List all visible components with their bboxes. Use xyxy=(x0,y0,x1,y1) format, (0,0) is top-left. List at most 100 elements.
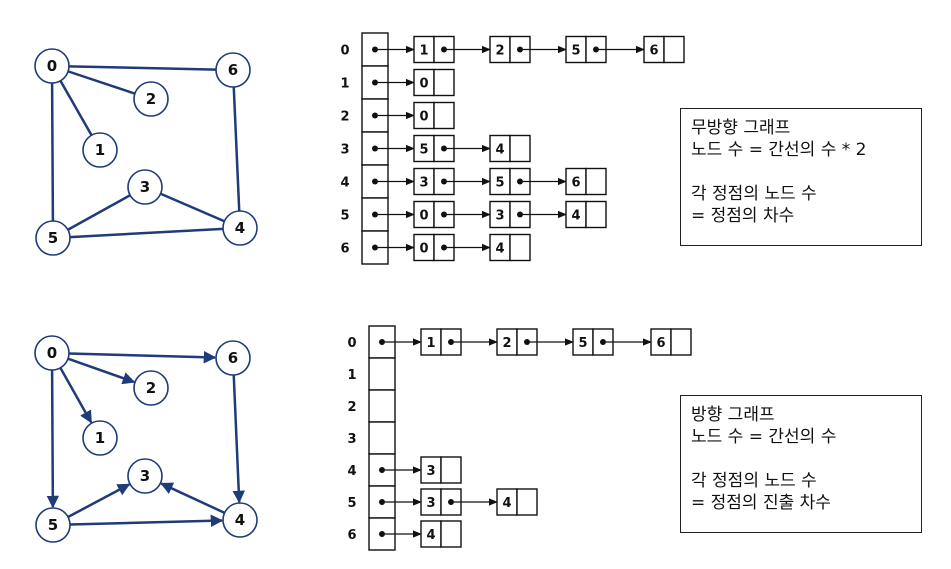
pointer-dot xyxy=(379,467,385,473)
list-node-pointer-box xyxy=(440,456,462,484)
list-node-pointer-box xyxy=(433,101,455,130)
list-node-pointer-box xyxy=(516,488,538,516)
pointer-dot xyxy=(372,244,378,251)
edge-4-3 xyxy=(160,482,226,514)
list-node-value: 2 xyxy=(495,44,504,59)
edge-5-3 xyxy=(67,194,131,231)
list-node-value: 1 xyxy=(419,44,428,59)
list-node-value: 5 xyxy=(495,176,504,191)
node-label-4: 4 xyxy=(235,219,245,237)
edge-0-1 xyxy=(59,80,93,136)
pointer-dot xyxy=(379,339,385,345)
edge-6-4 xyxy=(232,86,241,212)
head-cell xyxy=(368,357,396,391)
pointer-dot xyxy=(524,339,530,345)
list-node-value: 5 xyxy=(419,143,428,158)
node-6 xyxy=(215,52,251,88)
edge-5-3 xyxy=(67,483,131,519)
note-line: 무방향 그래프 xyxy=(691,118,791,138)
list-node-pointer-box xyxy=(509,233,531,262)
edge-0-2 xyxy=(67,357,136,385)
list-node-value: 5 xyxy=(578,336,587,351)
node-label-3: 3 xyxy=(140,467,150,485)
list-node-value: 3 xyxy=(426,464,435,479)
node-3 xyxy=(127,169,163,205)
list-node-value: 1 xyxy=(426,336,435,351)
row-index: 1 xyxy=(347,368,356,383)
node-label-0: 0 xyxy=(47,57,57,75)
edge-0-5 xyxy=(46,369,60,509)
node-2 xyxy=(133,370,169,406)
pointer-dot xyxy=(372,178,378,185)
edge-0-1 xyxy=(59,367,93,424)
list-node-value: 4 xyxy=(426,528,435,543)
list-node-pointer-box xyxy=(670,328,692,356)
row-index: 5 xyxy=(347,496,356,511)
node-2 xyxy=(133,81,169,117)
node-5 xyxy=(35,507,71,543)
pointer-dot xyxy=(372,112,378,119)
node-label-0: 0 xyxy=(47,344,57,362)
pointer-dot xyxy=(441,178,447,185)
node-label-5: 5 xyxy=(48,516,58,534)
edge-5-4 xyxy=(69,514,224,528)
list-node-value: 0 xyxy=(419,77,428,92)
pointer-dot xyxy=(448,339,454,345)
node-label-2: 2 xyxy=(146,90,156,108)
pointer-dot xyxy=(379,531,385,537)
edge-0-5 xyxy=(50,82,55,222)
row-index: 3 xyxy=(340,143,349,158)
list-node-value: 3 xyxy=(419,176,428,191)
list-node-value: 4 xyxy=(502,496,511,511)
undirected-note: 무방향 그래프 노드 수 = 간선의 수 * 2 각 정점의 노드 수 = 정점… xyxy=(680,108,922,246)
pointer-dot xyxy=(517,46,523,53)
note-line: 노드 수 = 간선의 수 * 2 xyxy=(691,140,867,160)
node-1 xyxy=(82,420,118,456)
list-node-pointer-box xyxy=(433,68,455,97)
node-5 xyxy=(35,220,71,256)
list-node-value: 6 xyxy=(649,44,658,59)
note-line: 노드 수 = 간선의 수 xyxy=(691,427,837,447)
pointer-dot xyxy=(372,79,378,86)
pointer-dot xyxy=(600,339,606,345)
list-node-pointer-box xyxy=(663,35,685,64)
note-line: 방향 그래프 xyxy=(691,405,775,425)
row-index: 5 xyxy=(340,209,349,224)
pointer-dot xyxy=(441,46,447,53)
node-4 xyxy=(222,502,258,538)
list-node-value: 4 xyxy=(495,143,504,158)
row-index: 2 xyxy=(340,110,349,125)
row-index: 0 xyxy=(347,336,356,351)
list-node-value: 5 xyxy=(571,44,580,59)
node-label-6: 6 xyxy=(228,349,238,367)
row-index: 6 xyxy=(340,242,349,257)
pointer-dot xyxy=(441,211,447,218)
list-node-value: 0 xyxy=(419,242,428,257)
node-0 xyxy=(34,48,70,84)
note-line: 각 정점의 노드 수 xyxy=(691,471,817,491)
pointer-dot xyxy=(372,211,378,218)
edge-0-2 xyxy=(67,70,136,95)
node-6 xyxy=(215,340,251,376)
node-1 xyxy=(82,132,118,168)
list-node-value: 6 xyxy=(656,336,665,351)
node-label-1: 1 xyxy=(95,141,105,159)
edge-3-4 xyxy=(160,192,225,223)
pointer-dot xyxy=(372,46,378,53)
row-index: 6 xyxy=(347,528,356,543)
list-node-pointer-box xyxy=(585,167,607,196)
edge-0-6 xyxy=(68,65,217,71)
node-3 xyxy=(127,458,163,494)
list-node-value: 4 xyxy=(495,242,504,257)
head-cell xyxy=(368,389,396,423)
pointer-dot xyxy=(517,211,523,218)
pointer-dot xyxy=(441,244,447,251)
list-node-pointer-box xyxy=(585,200,607,229)
note-line: = 정점의 차수 xyxy=(691,206,795,226)
node-4 xyxy=(222,210,258,246)
note-line: 각 정점의 노드 수 xyxy=(691,184,817,204)
node-label-4: 4 xyxy=(235,511,245,529)
